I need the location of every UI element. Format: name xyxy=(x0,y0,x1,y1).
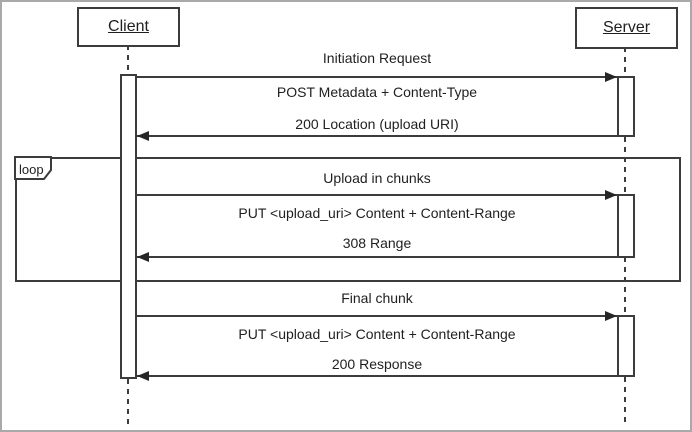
client-lifeline-lower xyxy=(127,379,129,426)
response-arrow-1 xyxy=(137,135,617,137)
actor-server: Server xyxy=(575,7,678,49)
client-lifeline xyxy=(127,45,129,75)
response-arrow-3 xyxy=(137,375,617,377)
section-title: Upload in chunks xyxy=(323,170,431,186)
arrowhead-right-icon xyxy=(605,72,617,82)
request-message: PUT <upload_uri> Content + Content-Range xyxy=(238,205,516,221)
arrowhead-left-icon xyxy=(137,252,149,262)
arrowhead-right-icon xyxy=(605,311,617,321)
response-message: 200 Location (upload URI) xyxy=(295,116,459,132)
arrowhead-left-icon xyxy=(137,131,149,141)
section-title: Initiation Request xyxy=(322,50,432,66)
request-arrow-2 xyxy=(137,194,617,196)
actor-client: Client xyxy=(77,7,180,47)
actor-server-label: Server xyxy=(602,19,651,36)
request-arrow-3 xyxy=(137,315,617,317)
server-activation-bar-3 xyxy=(617,315,635,377)
response-arrow-2 xyxy=(137,256,617,258)
response-message: 308 Range xyxy=(342,235,412,251)
loop-fragment-tab: loop xyxy=(14,156,52,180)
loop-label: loop xyxy=(19,162,44,177)
response-message: 200 Response xyxy=(331,356,423,372)
arrowhead-right-icon xyxy=(605,190,617,200)
server-activation-bar-2 xyxy=(617,194,635,258)
request-message: PUT <upload_uri> Content + Content-Range xyxy=(238,326,516,342)
request-arrow-1 xyxy=(137,76,617,78)
loop-fragment xyxy=(15,157,681,282)
section-title: Final chunk xyxy=(341,290,413,306)
actor-client-label: Client xyxy=(108,18,149,35)
loop-tab-shape xyxy=(14,156,52,180)
request-message: POST Metadata + Content-Type xyxy=(276,84,478,100)
client-activation-bar xyxy=(120,74,137,379)
arrowhead-left-icon xyxy=(137,371,149,381)
server-activation-bar-1 xyxy=(617,76,635,137)
